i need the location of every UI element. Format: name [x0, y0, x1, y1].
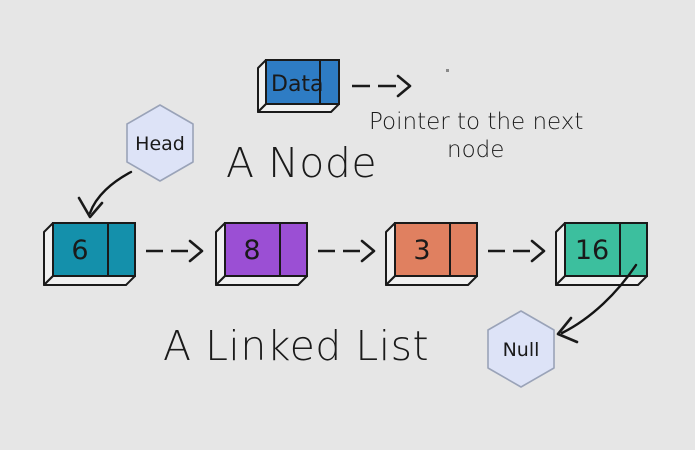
- list-node-left-face: [555, 222, 566, 286]
- null-hexagon-label: Null: [503, 339, 540, 361]
- list-connector: [146, 239, 204, 263]
- list-node: 8: [215, 222, 308, 286]
- example-node-bottom-face: [257, 103, 340, 113]
- null-hexagon-shape: [487, 310, 555, 388]
- head-to-first-node-arrow: [77, 170, 133, 219]
- list-node: 16: [555, 222, 648, 286]
- example-node-front-face: [265, 59, 340, 105]
- list-node-bottom-face: [43, 275, 136, 286]
- head-hexagon-label: Head: [135, 133, 185, 155]
- node-heading: A Node: [226, 139, 377, 187]
- null-hexagon: Null: [487, 310, 555, 388]
- list-node-left-face: [43, 222, 54, 286]
- list-node-front-face: [52, 222, 136, 277]
- list-node: 3: [385, 222, 478, 286]
- linked-list-heading: A Linked List: [163, 322, 429, 370]
- list-node-value: 8: [243, 235, 260, 266]
- example-node-data-label: Data: [271, 72, 324, 97]
- list-node-value: 3: [413, 235, 430, 266]
- pointer-annotation-line2: node: [447, 137, 504, 163]
- list-node-value: 16: [575, 235, 609, 266]
- head-hexagon: Head: [126, 104, 194, 182]
- list-node-value: 6: [71, 235, 88, 266]
- speck-artifact: [446, 69, 449, 72]
- list-connector: [488, 239, 546, 263]
- example-node: Data: [257, 59, 340, 113]
- list-node-bottom-face: [385, 275, 478, 286]
- last-node-to-null-arrow: [556, 263, 638, 344]
- list-node-front-face: [394, 222, 478, 277]
- list-node: 6: [43, 222, 136, 286]
- pointer-annotation-line1: Pointer to the next: [369, 109, 583, 135]
- list-connector: [318, 239, 376, 263]
- head-hexagon-shape: [126, 104, 194, 182]
- list-node-bottom-face: [215, 275, 308, 286]
- list-node-left-face: [385, 222, 396, 286]
- list-node-left-face: [215, 222, 226, 286]
- list-node-front-face: [224, 222, 308, 277]
- list-node-bottom-face: [555, 275, 648, 286]
- example-node-pointer-arrow: [352, 74, 412, 98]
